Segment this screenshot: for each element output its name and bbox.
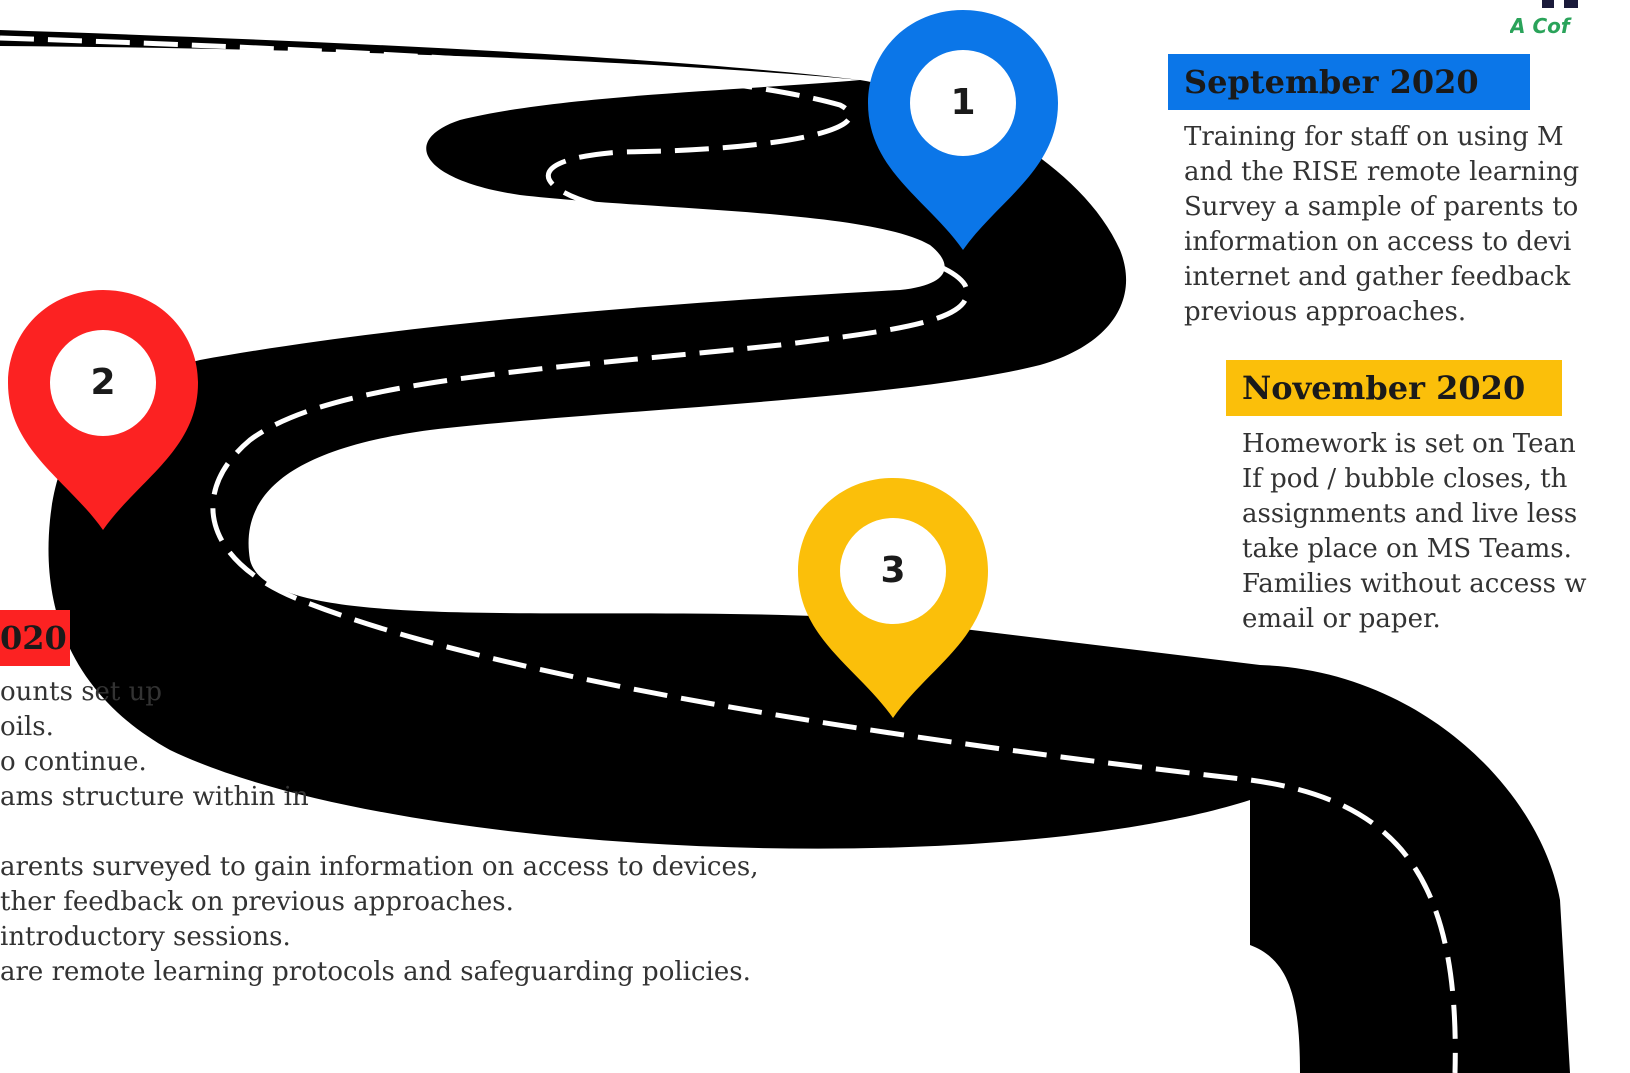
september-line-1: Training for staff on using M	[1184, 122, 1564, 152]
red-line-3: o continue.	[0, 747, 147, 777]
september-line-3: Survey a sample of parents to	[1184, 192, 1579, 222]
red-line-2: oils.	[0, 712, 54, 742]
milestone-pin-1: 1	[868, 10, 1058, 310]
november-line-3: assignments and live less	[1242, 499, 1578, 529]
september-line-6: previous approaches.	[1184, 297, 1467, 327]
logo-mark-2	[1564, 0, 1578, 8]
logo: A Cof	[1510, 0, 1630, 40]
milestone-number-3: 3	[880, 550, 906, 591]
september-line-5: internet and gather feedback	[1184, 262, 1571, 292]
milestone-pin-2: 2	[8, 290, 198, 590]
milestone-pin-3: 3	[798, 478, 988, 778]
september-line-4: information on access to devi	[1184, 227, 1572, 257]
november-date-label: November 2020	[1226, 360, 1562, 416]
red-line-8: introductory sessions.	[0, 922, 291, 952]
september-line-2: and the RISE remote learning	[1184, 157, 1580, 187]
red-line-6: arents surveyed to gain information on a…	[0, 852, 759, 882]
milestone-number-1: 1	[950, 82, 976, 123]
map-pin-icon	[8, 290, 198, 530]
november-description: Homework is set on Tean If pod / bubble …	[1242, 427, 1586, 637]
november-line-5: Families without access w	[1242, 569, 1587, 599]
pin-center-2	[50, 330, 156, 436]
november-line-2: If pod / bubble closes, th	[1242, 464, 1568, 494]
september-date-label: September 2020	[1168, 54, 1530, 110]
red-line-1: ounts set up	[0, 677, 163, 707]
map-pin-icon	[798, 478, 988, 718]
september-description: Training for staff on using M and the RI…	[1184, 120, 1579, 330]
road	[0, 30, 1570, 1073]
red-line-9: are remote learning protocols and safegu…	[0, 957, 751, 987]
pin-center-3	[840, 518, 946, 624]
red-line-5	[0, 815, 758, 850]
red-line-7: ther feedback on previous approaches.	[0, 887, 514, 917]
november-line-4: take place on MS Teams.	[1242, 534, 1572, 564]
pin-center-1	[910, 50, 1016, 156]
logo-mark	[1542, 0, 1554, 8]
milestone-number-2: 2	[90, 362, 116, 403]
red-description: ounts set up oils. o continue. ams struc…	[0, 675, 758, 990]
red-date-label: 020	[0, 610, 70, 666]
road-centerline	[0, 35, 1458, 1073]
map-pin-icon	[868, 10, 1058, 250]
logo-text: A Cof	[1510, 14, 1570, 38]
red-line-4: ams structure within in	[0, 782, 309, 812]
november-line-6: email or paper.	[1242, 604, 1441, 634]
november-line-1: Homework is set on Tean	[1242, 429, 1576, 459]
